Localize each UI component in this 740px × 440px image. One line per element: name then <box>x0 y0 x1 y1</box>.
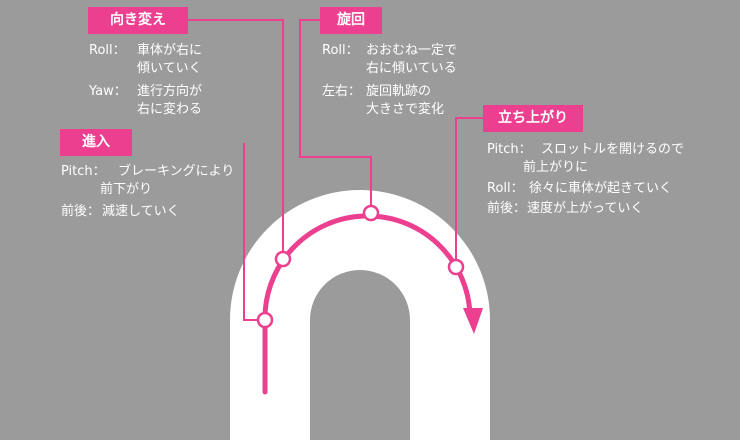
shinnyu-zengo-line-1: 減速していく <box>102 204 180 219</box>
senkai-sayu-line-1: 旋回軌跡の <box>366 84 432 99</box>
senkai-sayu-line-2: 大きさで変化 <box>366 102 445 117</box>
road-u-turn <box>230 190 490 440</box>
phase-label-shinnyu: 進入 <box>60 129 132 156</box>
muki-yaw-key: Yaw： <box>89 84 127 99</box>
leader-line-muki <box>188 19 284 259</box>
senkai-sayu-key: 左右： <box>322 84 362 99</box>
muki-roll-line-2: 傾いていく <box>137 61 202 76</box>
muki-roll-line-1: 車体が右に <box>137 43 203 58</box>
tachiagari-roll-key: Roll： <box>487 181 524 196</box>
senkai-roll-line-2: 右に傾いている <box>366 61 457 76</box>
riding-line-arrow-head <box>463 308 483 334</box>
shinnyu-pitch-key: Pitch： <box>61 164 106 179</box>
shinnyu-zengo-key: 前後： <box>61 204 101 219</box>
tachiagari-roll-line-1: 徐々に車体が起きていく <box>529 181 673 196</box>
point-shinnyu <box>256 311 274 329</box>
tachiagari-pitch-line-2: 前上がりに <box>523 160 589 175</box>
leader-line-tachiagari <box>455 117 483 267</box>
muki-yaw-line-1: 進行方向が <box>137 84 203 99</box>
tachiagari-zengo-line-1: 速度が上がっていく <box>527 201 644 216</box>
muki-yaw-line-2: 右に変わる <box>137 102 203 117</box>
leader-line-senkai <box>299 19 372 213</box>
point-senkai <box>362 204 380 222</box>
point-tachiagari <box>447 258 465 276</box>
senkai-roll-line-1: おおむね一定で <box>366 43 458 58</box>
tachiagari-pitch-line-1: スロットルを開けるので <box>541 142 685 157</box>
phase-label-muki: 向き変え <box>88 7 188 34</box>
tachiagari-zengo-key: 前後： <box>487 201 527 216</box>
phase-label-senkai: 旋回 <box>320 7 382 34</box>
shinnyu-pitch-line-1: ブレーキングにより <box>118 164 235 179</box>
senkai-roll-key: Roll： <box>322 43 359 58</box>
point-muki <box>274 250 292 268</box>
shinnyu-pitch-line-2: 前下がり <box>100 182 153 197</box>
tachiagari-pitch-key: Pitch： <box>487 142 532 157</box>
muki-roll-key: Roll： <box>89 43 126 58</box>
phase-label-tachiagari: 立ち上がり <box>483 105 583 132</box>
